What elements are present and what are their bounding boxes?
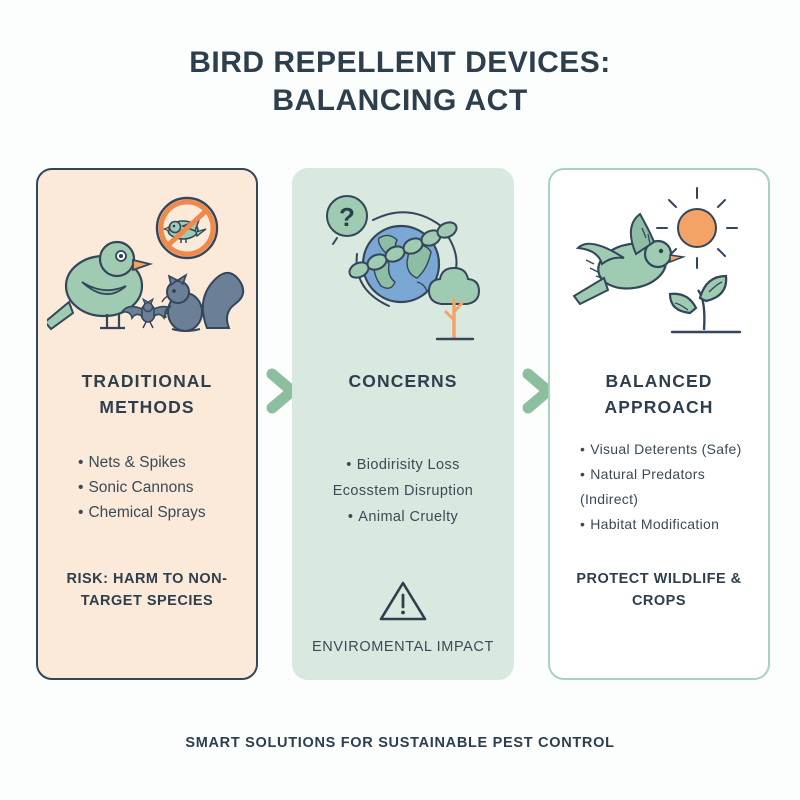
warning-block: Enviromental Impact (294, 578, 512, 655)
chained-globe-question-tree-icon: ? (326, 195, 481, 341)
panel-note-concerns: Enviromental Impact (312, 639, 494, 655)
title-line-1: Bird Repellent Devices: (189, 46, 611, 79)
list-item: •Nets & Spikes (78, 450, 244, 475)
list-item-label: Nets & Spikes (88, 454, 186, 471)
flying-bird-sun-sprout-icon (572, 187, 742, 334)
bullet-icon: • (78, 454, 84, 471)
bullet-icon: • (346, 457, 352, 473)
list-item: Ecosstem Disruption (306, 478, 500, 504)
perched-bird-icon (47, 240, 154, 331)
list-item-label: Chemical Sprays (88, 504, 206, 521)
list-item: •Habitat Modification (580, 512, 756, 537)
panel-traditional-methods[interactable]: Traditional Methods •Nets & Spikes •Soni… (36, 168, 258, 680)
panel-heading-balanced: Balanced Approach (604, 371, 714, 417)
panel-heading-traditional: Traditional Methods (81, 371, 213, 417)
illustration-concerns: ? (294, 186, 512, 366)
panel-balanced-approach[interactable]: Balanced Approach •Visual Deterents (Saf… (548, 168, 770, 680)
bullet-icon: • (347, 509, 354, 525)
list-item: •Animal Cruelty (306, 504, 500, 530)
sprout-icon (668, 274, 742, 334)
bullet-icon: • (78, 479, 84, 496)
bird-bat-squirrel-prohibited-icon (47, 196, 245, 332)
illustration-traditional (38, 186, 256, 366)
bullet-icon: • (580, 466, 586, 482)
list-item-label: Sonic Cannons (88, 479, 194, 496)
bat-icon (120, 297, 176, 329)
panel-note-traditional: Risk: Harm to Non-Target Species (66, 571, 228, 609)
squirrel-icon (161, 272, 245, 332)
list-item-label: Habitat Modification (590, 516, 720, 532)
panel-concerns[interactable]: ? (292, 168, 514, 680)
no-bird-sign-icon (155, 196, 219, 260)
list-item-label: Ecosstem Disruption (332, 483, 474, 499)
list-item: •Natural Predators (Indirect) (580, 462, 756, 512)
chain-icon (348, 221, 458, 279)
bullet-icon: • (580, 441, 586, 457)
bullet-icon: • (580, 516, 586, 532)
svg-text:?: ? (339, 202, 355, 232)
list-item: •Chemical Sprays (78, 500, 244, 525)
bullet-icon: • (78, 504, 84, 521)
list-item-label: Animal Cruelty (358, 509, 459, 525)
list-concerns: •Biodirisity Loss Ecosstem Disruption •A… (306, 452, 500, 530)
list-item-label: Natural Predators (Indirect) (580, 466, 706, 507)
list-item-label: Biodirisity Loss (356, 457, 460, 473)
sun-icon (656, 187, 738, 269)
panel-heading-concerns: Concerns (348, 371, 458, 391)
panel-note-balanced: Protect Wildlife & Crops (576, 571, 742, 609)
page-title: Bird Repellent Devices: Balancing Act (0, 44, 800, 120)
list-item-label: Visual Deterents (Safe) (590, 441, 742, 457)
footer-tagline: Smart Solutions for Sustainable Pest Con… (185, 735, 615, 751)
list-item: •Sonic Cannons (78, 475, 244, 500)
list-balanced: •Visual Deterents (Safe) •Natural Predat… (562, 437, 756, 537)
warning-triangle-icon (379, 581, 427, 621)
title-line-2: Balancing Act (272, 84, 528, 117)
flying-bird-icon (572, 212, 687, 306)
list-item: •Biodirisity Loss (306, 452, 500, 478)
list-item: •Visual Deterents (Safe) (580, 437, 756, 462)
tree-icon (427, 266, 481, 341)
list-traditional: •Nets & Spikes •Sonic Cannons •Chemical … (50, 450, 244, 525)
question-mark-icon: ? (326, 195, 368, 245)
illustration-balanced (550, 186, 768, 366)
